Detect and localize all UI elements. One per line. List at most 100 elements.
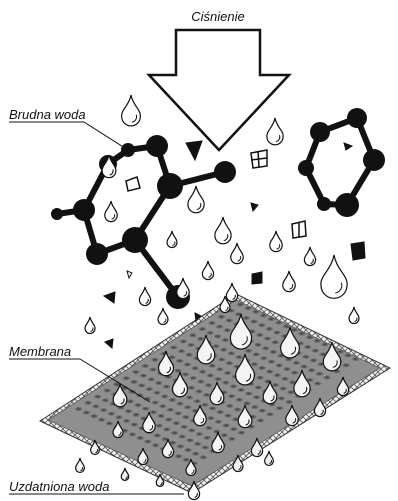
water-drop-highlight: [275, 134, 281, 143]
water-drop-highlight: [149, 425, 154, 431]
membrane-pore: [237, 430, 246, 436]
water-drop-highlight: [95, 449, 99, 454]
membrane-pore: [259, 313, 268, 319]
pressure-arrow: [146, 28, 292, 152]
water-drop-highlight: [218, 445, 223, 451]
pressure-label: Ciśnienie: [191, 9, 244, 24]
water-drop-highlight: [223, 233, 229, 242]
membrane-pore: [128, 432, 137, 438]
water-drop-highlight: [191, 469, 195, 475]
membrane-pore: [213, 377, 223, 382]
water-drop-highlight: [168, 450, 172, 456]
membrane-pore: [256, 375, 265, 381]
membrane-pore: [153, 433, 162, 439]
water-drops: [75, 94, 360, 487]
membrane-pore: [255, 333, 264, 338]
membrane-pore: [221, 423, 231, 429]
membrane-pore: [305, 335, 314, 341]
membrane-pore: [221, 380, 230, 386]
membrane-pore: [162, 427, 172, 433]
membrane-pore: [341, 363, 351, 368]
membrane-pore: [131, 412, 141, 418]
water-drop-highlight: [208, 272, 212, 278]
membrane-pore: [93, 394, 102, 400]
water-drop-highlight: [145, 298, 149, 304]
membrane-pore: [183, 448, 193, 453]
membrane-pore: [169, 345, 178, 351]
membrane-pore: [156, 414, 166, 419]
water-drop-highlight: [172, 241, 176, 247]
water-drop-highlight: [206, 353, 212, 361]
water-drop: [138, 286, 152, 307]
membrane-pore: [189, 376, 198, 381]
membrane-pore: [265, 369, 274, 375]
water-drop: [348, 306, 360, 325]
membrane-pore: [253, 342, 263, 348]
membrane-pore: [82, 410, 91, 416]
water-drop-highlight: [270, 395, 275, 402]
water-drop-highlight: [163, 318, 167, 324]
membrane-pore: [152, 390, 162, 396]
membrane-pore: [252, 352, 261, 358]
membrane-pore: [145, 387, 154, 392]
membrane-pore: [137, 383, 146, 389]
membrane-pore: [290, 370, 299, 376]
membrane-pore: [277, 396, 286, 402]
membrane-pore: [196, 336, 205, 342]
membrane-pore: [188, 333, 198, 339]
treated-water-label: Uzdatniona woda: [9, 479, 109, 494]
membrane-pore: [227, 351, 236, 357]
membrane-pore: [130, 422, 139, 428]
membrane-pore: [127, 389, 137, 395]
membrane-pore: [215, 367, 225, 373]
membrane-pore: [182, 457, 191, 463]
membrane-pore: [307, 368, 316, 373]
water-drop-highlight: [245, 419, 250, 426]
membrane-pore: [320, 342, 330, 348]
membrane-pore: [193, 399, 202, 404]
membrane-pore: [259, 356, 268, 361]
membrane-pore: [217, 357, 226, 363]
water-drop: [196, 334, 216, 365]
water-drop: [266, 117, 284, 146]
membrane-pore: [105, 421, 114, 427]
membrane-pore: [227, 394, 236, 399]
water-drop-highlight: [269, 460, 273, 465]
membrane-pore: [267, 359, 276, 365]
membrane-pore: [178, 434, 187, 440]
membrane-pore: [249, 319, 259, 325]
membrane-pore: [216, 410, 225, 415]
membrane-pore: [202, 435, 212, 441]
membrane-pore: [174, 411, 183, 417]
water-drop-highlight: [241, 336, 248, 346]
membrane-pore: [256, 418, 265, 424]
water-drop-highlight: [232, 294, 236, 300]
water-drop-highlight: [131, 114, 138, 123]
membrane-pore: [252, 395, 261, 401]
water-drop: [201, 260, 215, 281]
membrane-pore: [190, 366, 200, 371]
membrane-pore: [179, 424, 189, 430]
membrane-pore: [279, 386, 288, 392]
membrane-pore: [220, 433, 229, 438]
membrane-pore: [257, 366, 267, 371]
membrane-pore: [198, 369, 207, 375]
membrane-pore: [186, 343, 196, 348]
water-drop: [280, 326, 300, 359]
water-drop-highlight: [90, 327, 94, 333]
membrane-pore: [177, 349, 186, 354]
membrane-pore: [207, 321, 217, 326]
membrane-pore: [244, 348, 253, 354]
membrane-pore: [271, 383, 280, 388]
membrane-pore: [313, 381, 322, 387]
water-drop: [75, 457, 85, 474]
water-drop-highlight: [200, 418, 205, 424]
water-drop-highlight: [343, 388, 347, 394]
water-drop-highlight: [217, 396, 222, 403]
membrane-pore: [204, 383, 213, 389]
water-drop: [230, 242, 244, 265]
membrane-pore: [234, 355, 244, 360]
water-drop-highlight: [332, 360, 338, 368]
membrane-pore: [148, 367, 158, 373]
